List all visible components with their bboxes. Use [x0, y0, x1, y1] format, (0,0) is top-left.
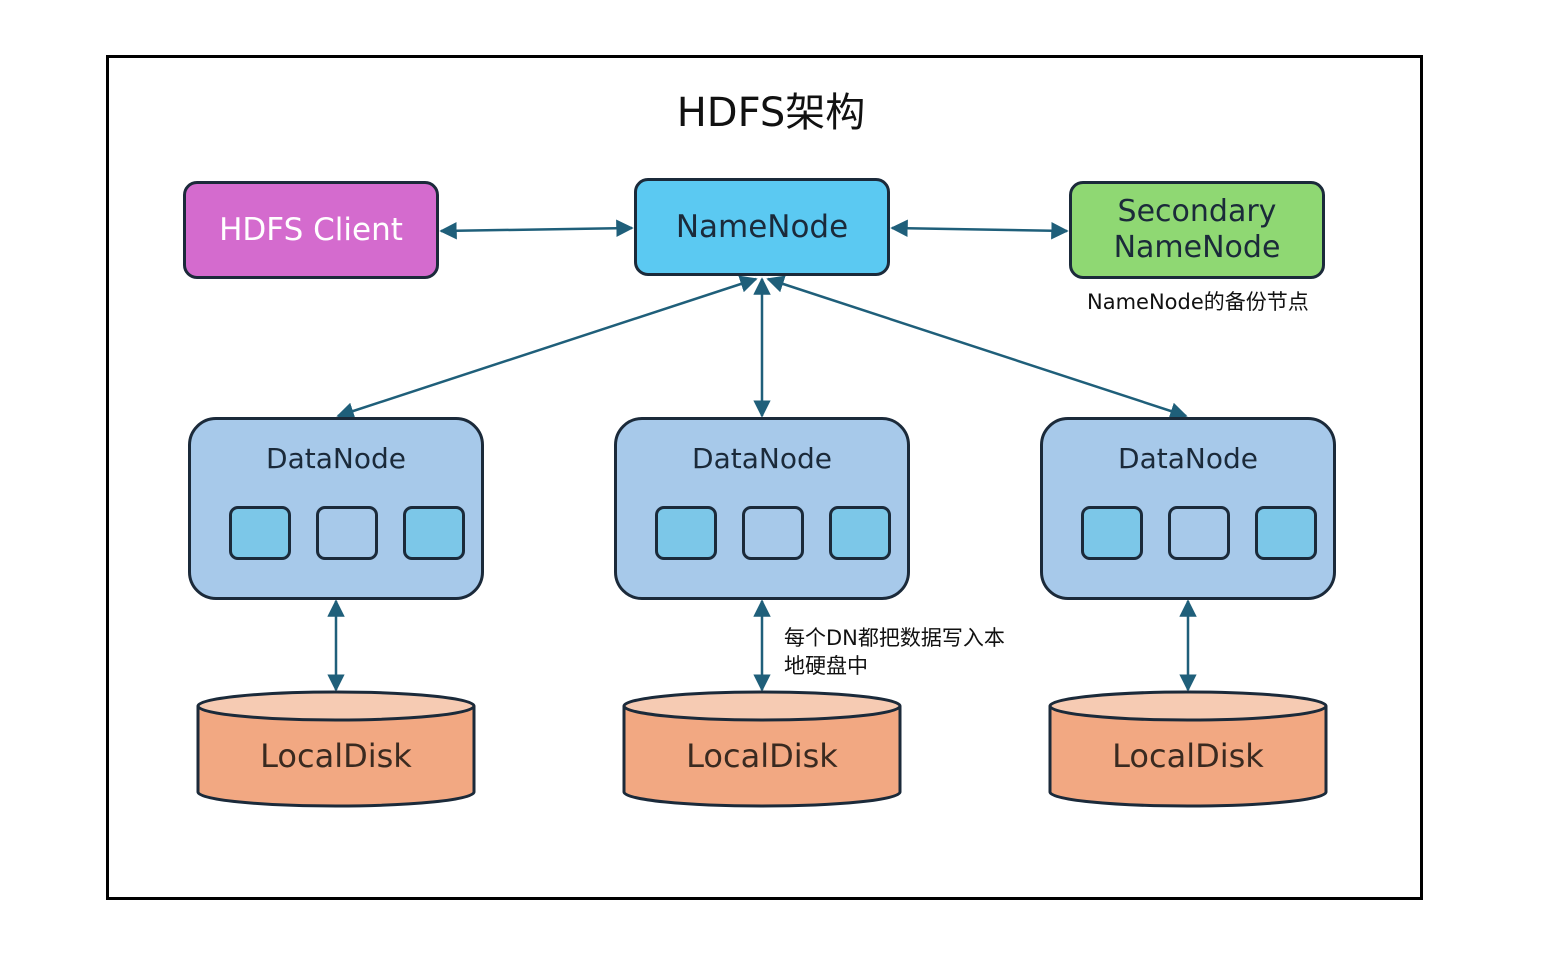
hdfs-client-node: HDFS Client: [183, 181, 439, 279]
local-disk-2: [622, 690, 902, 808]
data-block: [655, 506, 717, 560]
diagram-frame: [106, 55, 1423, 900]
secondary-label-line2: NameNode: [1113, 230, 1281, 265]
datanode-label: DataNode: [266, 442, 406, 475]
arrow-namenode-datanode-1: [336, 275, 758, 420]
namenode-node: NameNode: [634, 178, 890, 276]
local-disk-label: LocalDisk: [1112, 737, 1264, 775]
local-disk-label: LocalDisk: [260, 737, 412, 775]
datanode-note-line2: 地硬盘中: [784, 654, 868, 678]
arrow-namenode-secondary: [890, 219, 1069, 240]
diagram-title: HDFS架构: [676, 90, 866, 136]
data-block: [316, 506, 378, 560]
namenode-label: NameNode: [675, 209, 849, 245]
datanode-1: DataNode: [188, 417, 484, 600]
datanode-label: DataNode: [692, 442, 832, 475]
secondary-label-line1: Secondary: [1117, 194, 1277, 229]
data-block: [403, 506, 465, 560]
secondary-namenode-node: Secondary NameNode: [1069, 181, 1325, 279]
datanode-note-line1: 每个DN都把数据写入本: [784, 626, 1005, 650]
data-block: [229, 506, 291, 560]
data-block: [1255, 506, 1317, 560]
data-block: [1168, 506, 1230, 560]
arrow-namenode-datanode-3: [766, 275, 1188, 420]
datanode-label: DataNode: [1118, 442, 1258, 475]
data-block: [829, 506, 891, 560]
arrow-client-namenode: [439, 219, 634, 240]
local-disk-1: [196, 690, 476, 808]
data-block: [1081, 506, 1143, 560]
hdfs-client-label: HDFS Client: [219, 212, 403, 248]
datanode-2: DataNode: [614, 417, 910, 600]
local-disk-label: LocalDisk: [686, 737, 838, 775]
secondary-note: NameNode的备份节点: [1087, 290, 1309, 314]
data-block: [742, 506, 804, 560]
datanode-3: DataNode: [1040, 417, 1336, 600]
local-disk-3: [1048, 690, 1328, 808]
